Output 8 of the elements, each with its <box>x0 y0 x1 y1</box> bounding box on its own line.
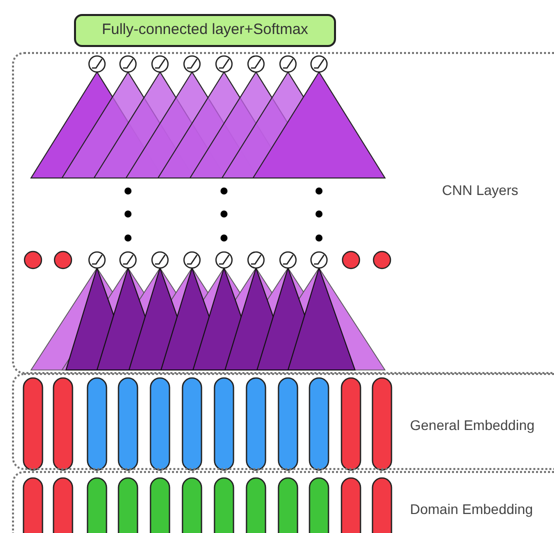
layer-label: Domain Embedding <box>410 500 533 519</box>
layer-group-frame <box>12 471 554 533</box>
layer-group-frame <box>12 373 554 470</box>
layer-group-frame <box>12 52 554 374</box>
layer-label: CNN Layers <box>442 181 518 200</box>
layer-label: General Embedding <box>410 416 535 435</box>
output-layer-box <box>74 14 336 47</box>
layer-label: Fully-connected layer+Softmax <box>102 20 308 40</box>
